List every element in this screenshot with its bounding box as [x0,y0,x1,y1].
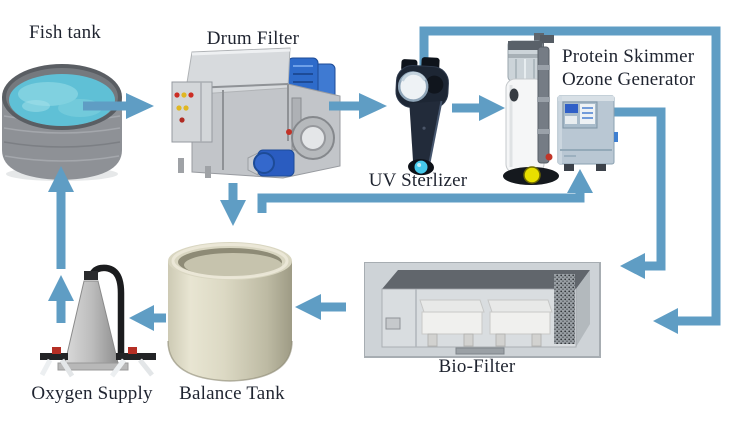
ozone-generator-screen [565,104,578,113]
arrow-biofilter-to-balancetank [295,294,346,320]
balance-tank-illustration [167,242,293,382]
balance-tank-label: Balance Tank [179,383,285,404]
arrow-drumfilter-to-uvsterilizer [329,93,387,119]
drum-filter-label: Drum Filter [206,28,300,49]
arrow-drumfilter-to-ozonegenerator [257,169,593,213]
bio-filter-illustration [364,262,601,358]
arrow-fishtank-to-drumfilter [83,93,154,119]
bio-filter-media-curtain [554,274,575,344]
oxygen-supply-pipe [88,264,125,355]
protein-skimmer-illustration [503,33,559,185]
oxygen-manifold-left [40,353,68,360]
drum-filter-control-box [171,81,213,143]
ozone-generator-label: Ozone Generator [562,69,696,90]
skimmer-base-knob [523,166,541,184]
arrow-uvsterilizer-to-biofilter [419,26,721,334]
fish-tank-illustration [2,64,122,181]
arrow-oxygensupply-to-fishtank-upper [48,166,74,269]
bio-filter-tray [487,299,553,313]
arrow-oxygensupply-to-fishtank-lower [48,275,74,323]
drum-filter-illustration [171,47,341,179]
uv-sterilizer-body [409,101,442,165]
ozone-generator-illustration [557,95,618,171]
bio-filter-top-face [382,270,590,289]
fish-tank-label: Fish tank [28,22,101,43]
balance-tank-body [168,261,292,381]
arrow-ozonegenerator-to-biofilter [612,107,666,279]
arrow-drumfilter-to-balancetank [220,183,246,226]
arrow-balancetank-to-oxygensupply [129,305,166,331]
oxygen-supply-illustration [40,264,156,378]
bio-filter-tray [419,299,485,313]
uv-sterilizer-illustration [395,57,449,176]
oxygen-supply-label: Oxygen Supply [31,383,153,404]
arrow-uvsterilizer-to-proteinskimmer [452,95,505,121]
uv-sterilizer-label: UV Sterlizer [368,170,468,191]
bio-filter-label: Bio-Filter [438,356,516,377]
oxygen-manifold-right [116,353,156,360]
protein-skimmer-label: Protein Skimmer [562,46,695,67]
